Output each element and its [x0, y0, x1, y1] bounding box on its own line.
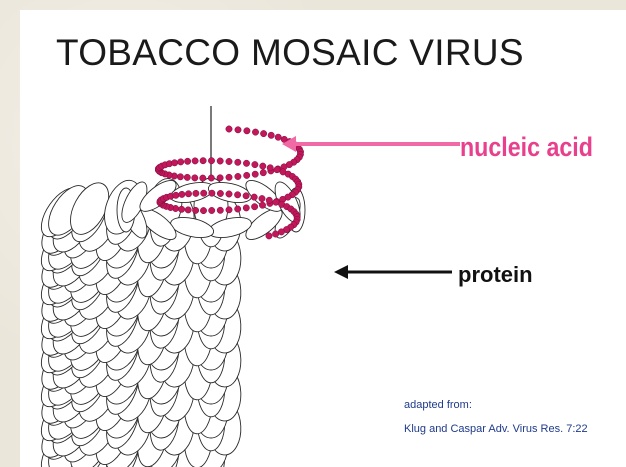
- rna-bead: [178, 206, 184, 212]
- rna-bead: [235, 206, 241, 212]
- rna-bead: [200, 207, 206, 213]
- rna-bead: [260, 170, 266, 176]
- rna-bead: [185, 207, 191, 213]
- rna-bead: [243, 160, 249, 166]
- rna-bead: [275, 134, 281, 140]
- rna-bead: [184, 158, 190, 164]
- rna-bead: [235, 127, 241, 133]
- rna-bead: [259, 202, 265, 208]
- rna-bead: [278, 229, 284, 235]
- nucleic-acid-arrow: [282, 136, 460, 152]
- rna-bead: [208, 175, 214, 181]
- rna-bead: [173, 192, 179, 198]
- rna-bead: [192, 207, 198, 213]
- rna-bead: [244, 172, 250, 178]
- virus-diagram: [20, 10, 626, 467]
- protein-label: protein: [458, 262, 533, 288]
- rna-bead: [217, 207, 223, 213]
- rna-bead: [209, 207, 215, 213]
- rna-bead: [226, 191, 232, 197]
- rna-bead: [234, 192, 240, 198]
- rna-bead: [185, 191, 191, 197]
- rna-bead: [209, 190, 215, 196]
- rna-bead: [177, 174, 183, 180]
- rna-bead: [272, 231, 278, 237]
- rna-bead: [178, 159, 184, 165]
- rna-bead: [226, 158, 232, 164]
- rna-bead: [251, 204, 257, 210]
- rna-bead: [226, 207, 232, 213]
- rna-bead: [201, 190, 207, 196]
- rna-bead: [260, 163, 266, 169]
- nucleic-acid-label: nucleic acid: [460, 132, 593, 163]
- rna-bead: [267, 165, 273, 171]
- rna-bead: [217, 190, 223, 196]
- rna-bead: [274, 167, 280, 173]
- rna-bead: [171, 160, 177, 166]
- rna-bead: [235, 159, 241, 165]
- rna-bead: [226, 126, 232, 132]
- rna-bead: [226, 174, 232, 180]
- rna-bead: [235, 173, 241, 179]
- rna-bead: [266, 197, 272, 203]
- rna-bead: [200, 158, 206, 164]
- rna-bead: [217, 158, 223, 164]
- protein-coat: [34, 175, 306, 467]
- source-citation: Klug and Caspar Adv. Virus Res. 7:22: [404, 423, 588, 435]
- rna-bead: [200, 175, 206, 181]
- rna-bead: [243, 205, 249, 211]
- rna-bead: [268, 132, 274, 138]
- rna-bead: [252, 129, 258, 135]
- rna-bead: [192, 158, 198, 164]
- rna-bead: [260, 130, 266, 136]
- rna-bead: [251, 194, 257, 200]
- rna-bead: [184, 174, 190, 180]
- rna-bead: [252, 161, 258, 167]
- slide: TOBACCO MOSAIC VIRUS nucleic acid protei…: [20, 10, 626, 467]
- rna-bead: [193, 190, 199, 196]
- rna-bead: [252, 171, 258, 177]
- rna-bead: [266, 233, 272, 239]
- rna-bead: [192, 175, 198, 181]
- rna-bead: [217, 175, 223, 181]
- rna-bead: [208, 158, 214, 164]
- source-caption: adapted from:: [404, 399, 472, 411]
- rna-bead: [259, 195, 265, 201]
- rna-bead: [179, 191, 185, 197]
- rna-bead: [244, 128, 250, 134]
- rna-bead: [273, 199, 279, 205]
- protein-arrow: [334, 265, 452, 279]
- rna-bead: [243, 193, 249, 199]
